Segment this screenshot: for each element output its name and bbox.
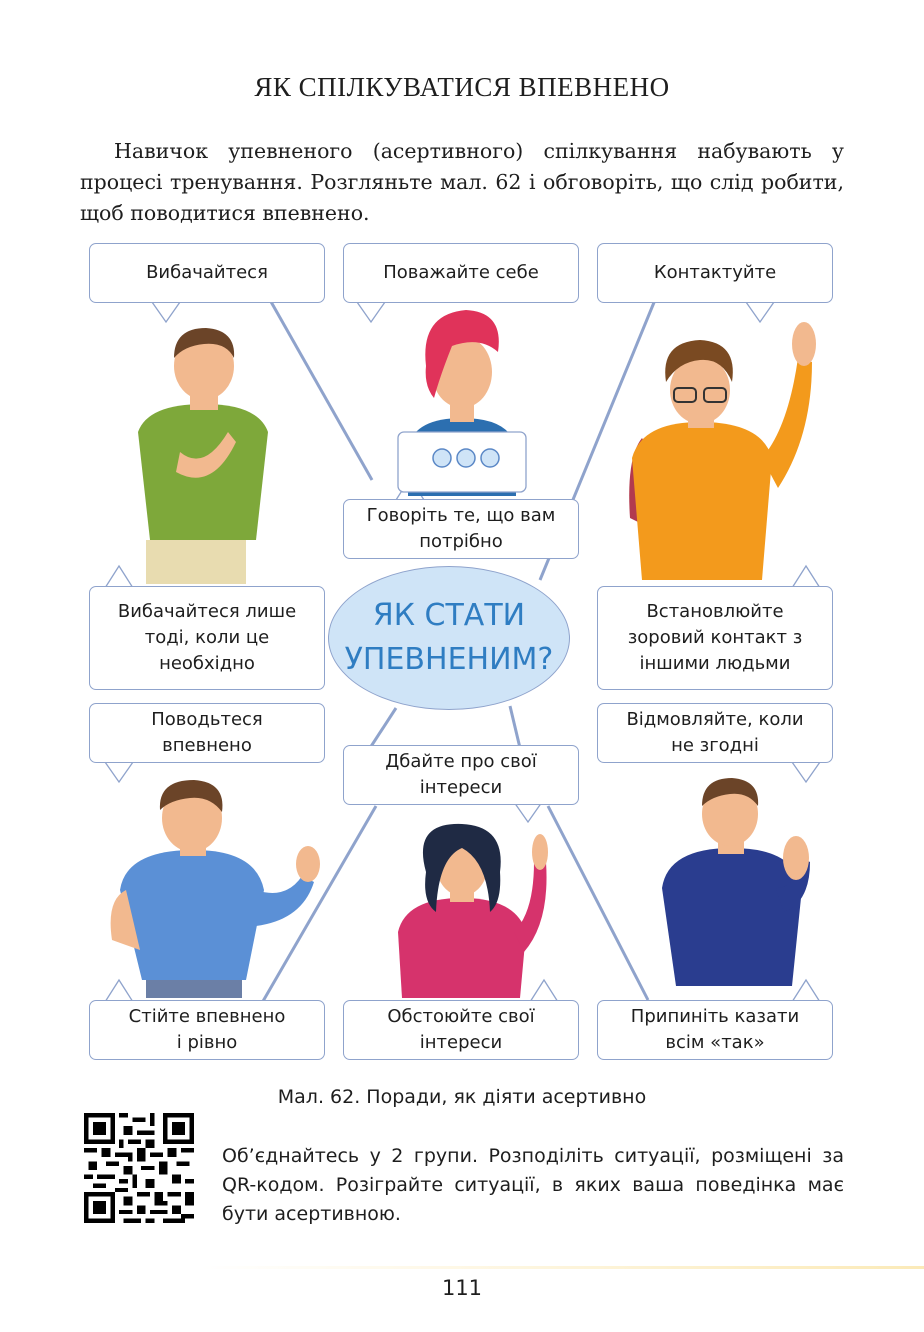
bubble-pointer	[103, 761, 135, 784]
tip-make-contact: Контактуйте	[597, 243, 833, 303]
tip-respect-yourself: Поважайте себе	[343, 243, 579, 303]
tip-apologize-only-when-needed: Вибачайтеся лише тоді, коли це необхідно	[89, 586, 325, 690]
tip-care-about-interests: Дбайте про свої інтереси	[343, 745, 579, 805]
connector-line	[546, 805, 650, 1001]
tip-stop-saying-yes: Припиніть казати всім «так»	[597, 1000, 833, 1060]
tip-eye-contact: Встановлюйте зоровий контакт з іншими лю…	[597, 586, 833, 690]
person-clapping-illustration	[138, 328, 268, 584]
assertiveness-diagram: Вибачайтеся Поважайте себе Контактуйте Г…	[89, 243, 833, 1060]
intro-paragraph: Навичок упевненого (асертивного) спілкув…	[80, 139, 844, 225]
page-number: 111	[441, 1276, 483, 1300]
figure-caption: Мал. 62. Поради, як діяти асертивно	[277, 1086, 647, 1108]
center-question-oval: ЯК СТАТИ УПЕВНЕНИМ?	[328, 566, 570, 710]
person-stop-gesture-illustration	[662, 778, 810, 986]
connector-line	[253, 805, 378, 1016]
tip-behave-confidently: Поводьтеся впевнено	[89, 703, 325, 763]
footer-rule	[200, 1266, 924, 1269]
person-talking-illustration	[397, 310, 527, 496]
group-task-text: Об’єднайтесь у 2 групи. Розподіліть ситу…	[222, 1145, 844, 1225]
connector-line	[268, 299, 374, 481]
bubble-pointer	[512, 801, 544, 824]
tip-refuse-when-disagree: Відмовляйте, коли не згодні	[597, 703, 833, 763]
bubble-pointer	[150, 301, 182, 324]
person-thumbs-up-illustration	[110, 780, 320, 998]
connector-line	[508, 705, 522, 749]
person-pointing-illustration	[398, 823, 548, 998]
dot-icon	[456, 448, 476, 468]
section-heading: ЯК СПІЛКУВАТИСЯ ВПЕВНЕНО	[254, 72, 670, 102]
tip-say-what-you-need: Говоріть те, що вам потрібно	[343, 499, 579, 559]
bubble-pointer	[355, 301, 387, 324]
tip-apologize: Вибачайтеся	[89, 243, 325, 303]
qr-code-icon[interactable]	[84, 1113, 194, 1223]
tip-defend-interests: Обстоюйте свої інтереси	[343, 1000, 579, 1060]
dot-icon	[480, 448, 500, 468]
dot-icon	[432, 448, 452, 468]
tip-stand-straight: Стійте впевнено і рівно	[89, 1000, 325, 1060]
center-question-line: ЯК СТАТИ	[372, 598, 526, 633]
person-waving-illustration	[629, 322, 816, 580]
connector-line	[368, 707, 398, 749]
center-question-line: УПЕВНЕНИМ?	[344, 642, 554, 677]
